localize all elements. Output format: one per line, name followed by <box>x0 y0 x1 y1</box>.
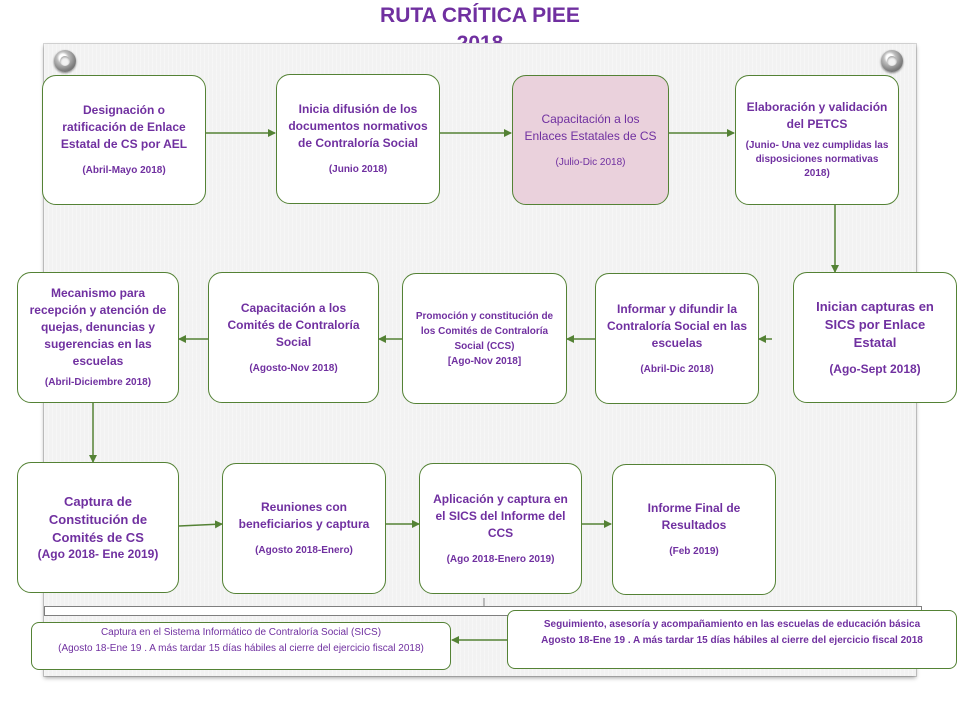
step-date: [Ago-Nov 2018] <box>447 355 522 367</box>
step-reuniones-beneficiarios: Reuniones con beneficiarios y captura (A… <box>222 463 386 594</box>
step-date: (Abril-Dic 2018) <box>640 363 714 375</box>
step-date: (Agosto 2018-Enero) <box>255 545 353 556</box>
step-capacitacion-comites: Capacitación a los Comités de Contralorí… <box>208 272 379 403</box>
step-title: Inician capturas en SICS por Enlace Esta… <box>816 299 934 350</box>
step-promocion-ccs: Promoción y constitución de los Comités … <box>402 273 567 404</box>
step-date: (Ago-Sept 2018) <box>829 362 921 376</box>
step-date: (Junio- Una vez cumplidas las disposicio… <box>745 140 889 179</box>
step-title: Captura de Constitución de Comités de CS <box>48 494 148 545</box>
step-date: (Ago 2018- Ene 2019) <box>37 547 159 561</box>
step-informe-final: Informe Final de Resultados (Feb 2019) <box>612 464 776 595</box>
step-capacitacion-enlaces: Capacitación a los Enlaces Estatales de … <box>512 75 669 205</box>
step-date: (Julio-Dic 2018) <box>555 156 626 168</box>
captura-sics-line-2: (Agosto 18-Ene 19 . A más tardar 15 días… <box>58 643 424 654</box>
step-mecanismo-quejas: Mecanismo para recepción y atención de q… <box>17 272 179 403</box>
step-date: (Junio 2018) <box>328 164 388 175</box>
step-date: (Agosto-Nov 2018) <box>249 362 338 374</box>
step-title: Elaboración y validación del PETCS <box>746 100 888 131</box>
step-date: (Feb 2019) <box>669 546 719 557</box>
step-title: Mecanismo para recepción y atención de q… <box>29 286 167 368</box>
step-title: Promoción y constitución de los Comités … <box>415 310 554 352</box>
step-difusion-documentos: Inicia difusión de los documentos normat… <box>276 74 440 204</box>
step-title: Capacitación a los Comités de Contralorí… <box>227 300 360 349</box>
step-designacion-enlace: Designación o ratificación de Enlace Est… <box>42 75 206 205</box>
step-title: Capacitación a los Enlaces Estatales de … <box>524 111 657 143</box>
pin-icon <box>54 50 76 72</box>
step-title: Inicia difusión de los documentos normat… <box>288 102 428 150</box>
step-title: Reuniones con beneficiarios y captura <box>238 500 370 531</box>
step-date: (Abril-Diciembre 2018) <box>44 377 152 388</box>
pin-icon <box>881 50 903 72</box>
step-date: (Abril-Mayo 2018) <box>82 165 166 176</box>
step-title: Informar y difundir la Contraloría Socia… <box>606 301 748 350</box>
seguimiento-line-2: Agosto 18-Ene 19 . A más tardar 15 días … <box>541 635 923 646</box>
step-elaboracion-petcs: Elaboración y validación del PETCS (Juni… <box>735 75 899 205</box>
step-informar-difundir: Informar y difundir la Contraloría Socia… <box>595 273 759 404</box>
seguimiento-box: Seguimiento, asesoría y acompañamiento e… <box>507 610 957 669</box>
captura-sics-line-1: Captura en el Sistema Informático de Con… <box>100 627 382 638</box>
step-inician-capturas: Inician capturas en SICS por Enlace Esta… <box>793 272 957 403</box>
step-title: Informe Final de Resultados <box>647 501 741 532</box>
step-date: (Ago 2018-Enero 2019) <box>446 553 555 565</box>
seguimiento-line-1: Seguimiento, asesoría y acompañamiento e… <box>543 619 921 630</box>
step-captura-constitucion: Captura de Constitución de Comités de CS… <box>17 462 179 593</box>
captura-sics-box: Captura en el Sistema Informático de Con… <box>31 622 451 670</box>
title-line-1: RUTA CRÍTICA PIEE <box>380 4 580 27</box>
step-aplicacion-informe: Aplicación y captura en el SICS del Info… <box>419 463 582 594</box>
step-title: Aplicación y captura en el SICS del Info… <box>433 491 568 540</box>
step-title: Designación o ratificación de Enlace Est… <box>60 103 188 151</box>
